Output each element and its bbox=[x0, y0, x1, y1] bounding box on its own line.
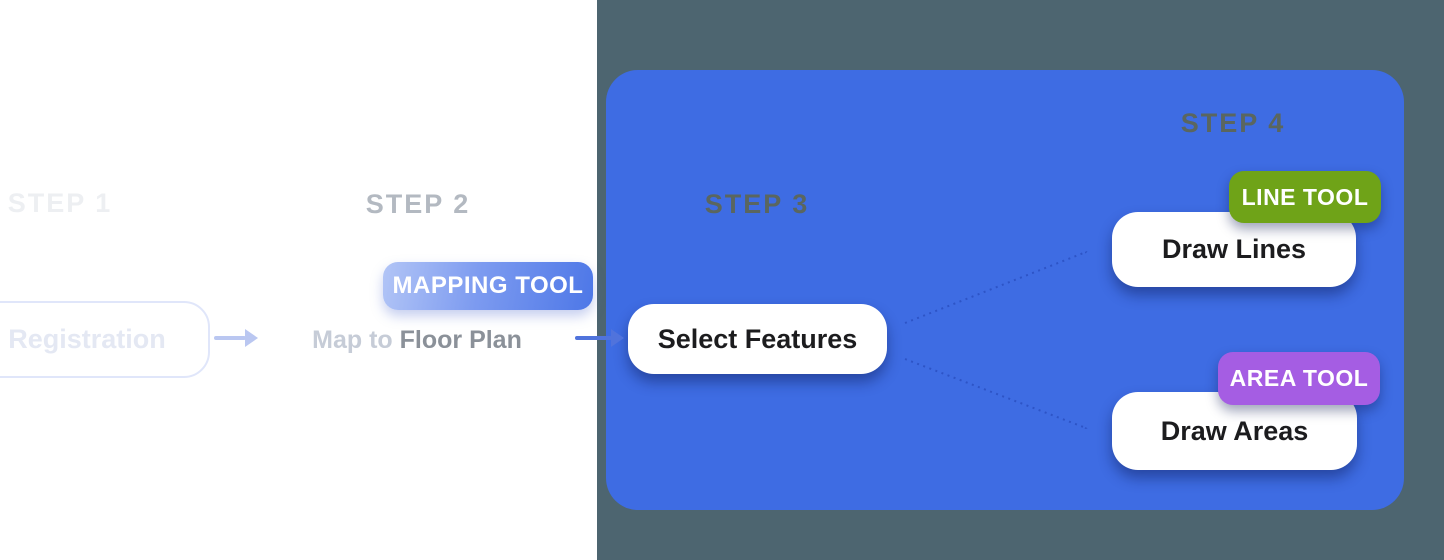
registration-node-label: Registration bbox=[8, 324, 166, 354]
mapping-tool-badge: MAPPING TOOL bbox=[383, 262, 593, 310]
step-3-label: STEP 3 bbox=[704, 189, 810, 219]
step-1-label: STEP 1 bbox=[7, 188, 113, 218]
line-tool-badge-label: LINE TOOL bbox=[1241, 183, 1369, 210]
draw-lines-node-label: Draw Lines bbox=[1161, 234, 1307, 264]
mapping-tool-badge-label: MAPPING TOOL bbox=[392, 272, 584, 299]
arrow-step1-to-step2-icon bbox=[214, 328, 258, 348]
map-to-floor-plan-text: Map to Floor Plan bbox=[312, 326, 522, 355]
line-tool-badge: LINE TOOL bbox=[1229, 171, 1381, 223]
registration-node: Registration bbox=[0, 301, 210, 378]
step-4-label: STEP 4 bbox=[1180, 108, 1286, 138]
area-tool-badge: AREA TOOL bbox=[1218, 352, 1380, 405]
step-2-label: STEP 2 bbox=[365, 189, 471, 219]
select-features-node-label: Select Features bbox=[657, 323, 858, 354]
draw-lines-node: Draw Lines bbox=[1112, 212, 1356, 287]
arrow-step2-to-step3-icon bbox=[575, 328, 624, 348]
floor-plan-text: Floor Plan bbox=[399, 326, 522, 354]
area-tool-badge-label: AREA TOOL bbox=[1229, 365, 1369, 391]
map-to-text: Map to bbox=[312, 326, 400, 354]
select-features-node: Select Features bbox=[628, 304, 887, 374]
draw-areas-node-label: Draw Areas bbox=[1160, 415, 1309, 446]
draw-areas-node: Draw Areas bbox=[1112, 392, 1357, 470]
